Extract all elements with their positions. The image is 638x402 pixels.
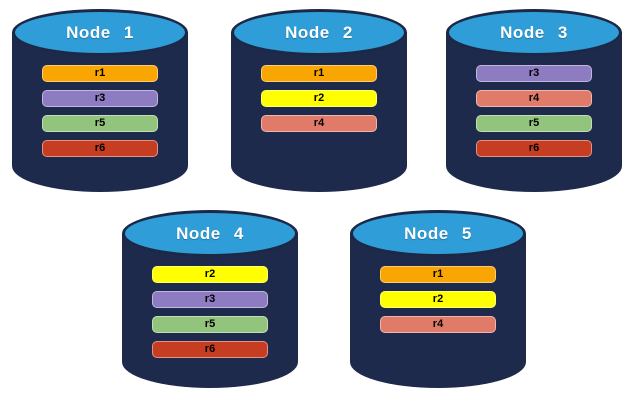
- record-label: r3: [94, 92, 106, 104]
- cylinder-top: Node 1: [12, 9, 188, 56]
- record-bars: r3 r4 r5 r6: [476, 65, 592, 157]
- record-label: r6: [528, 142, 540, 154]
- record-bars: r1 r2 r4: [380, 266, 496, 333]
- record-bar-r4: r4: [261, 115, 377, 132]
- record-label: r2: [313, 92, 325, 104]
- record-label: r1: [313, 67, 325, 79]
- db-node-3: Node 3 r3 r4 r5 r6: [446, 9, 622, 192]
- cylinder-body: [231, 32, 407, 192]
- record-bars: r1 r2 r4: [261, 65, 377, 132]
- record-bars: r1 r3 r5 r6: [42, 65, 158, 157]
- record-bar-r2: r2: [261, 90, 377, 107]
- record-label: r4: [313, 117, 325, 129]
- record-label: r2: [432, 293, 444, 305]
- cylinder-top: Node 4: [122, 210, 298, 257]
- db-node-1: Node 1 r1 r3 r5 r6: [12, 9, 188, 192]
- record-bar-r4: r4: [476, 90, 592, 107]
- record-bar-r2: r2: [152, 266, 268, 283]
- cylinder-body: [12, 32, 188, 192]
- record-bar-r6: r6: [152, 341, 268, 358]
- record-bar-r1: r1: [261, 65, 377, 82]
- node-label: Node 5: [404, 223, 472, 243]
- record-label: r5: [204, 318, 216, 330]
- record-label: r2: [204, 268, 216, 280]
- record-bars: r2 r3 r5 r6: [152, 266, 268, 358]
- record-label: r1: [94, 67, 106, 79]
- record-label: r5: [528, 117, 540, 129]
- record-bar-r3: r3: [42, 90, 158, 107]
- node-label: Node 2: [285, 22, 353, 42]
- record-label: r1: [432, 268, 444, 280]
- record-label: r5: [94, 117, 106, 129]
- node-label: Node 3: [500, 22, 568, 42]
- record-bar-r5: r5: [476, 115, 592, 132]
- record-bar-r6: r6: [42, 140, 158, 157]
- record-label: r3: [528, 67, 540, 79]
- record-label: r6: [94, 142, 106, 154]
- record-bar-r1: r1: [42, 65, 158, 82]
- record-label: r3: [204, 293, 216, 305]
- cylinder-top: Node 3: [446, 9, 622, 56]
- record-bar-r2: r2: [380, 291, 496, 308]
- cylinder-body: [350, 233, 526, 388]
- db-node-5: Node 5 r1 r2 r4: [350, 210, 526, 388]
- cylinder-top: Node 2: [231, 9, 407, 56]
- db-node-2: Node 2 r1 r2 r4: [231, 9, 407, 192]
- db-node-4: Node 4 r2 r3 r5 r6: [122, 210, 298, 388]
- node-label: Node 1: [66, 22, 134, 42]
- record-label: r4: [528, 92, 540, 104]
- cylinder-body: [122, 233, 298, 388]
- record-bar-r6: r6: [476, 140, 592, 157]
- record-bar-r1: r1: [380, 266, 496, 283]
- record-bar-r4: r4: [380, 316, 496, 333]
- record-bar-r5: r5: [42, 115, 158, 132]
- record-bar-r3: r3: [152, 291, 268, 308]
- cylinder-top: Node 5: [350, 210, 526, 257]
- cylinder-body: [446, 32, 622, 192]
- node-label: Node 4: [176, 223, 244, 243]
- record-label: r6: [204, 343, 216, 355]
- record-bar-r5: r5: [152, 316, 268, 333]
- record-bar-r3: r3: [476, 65, 592, 82]
- record-label: r4: [432, 318, 444, 330]
